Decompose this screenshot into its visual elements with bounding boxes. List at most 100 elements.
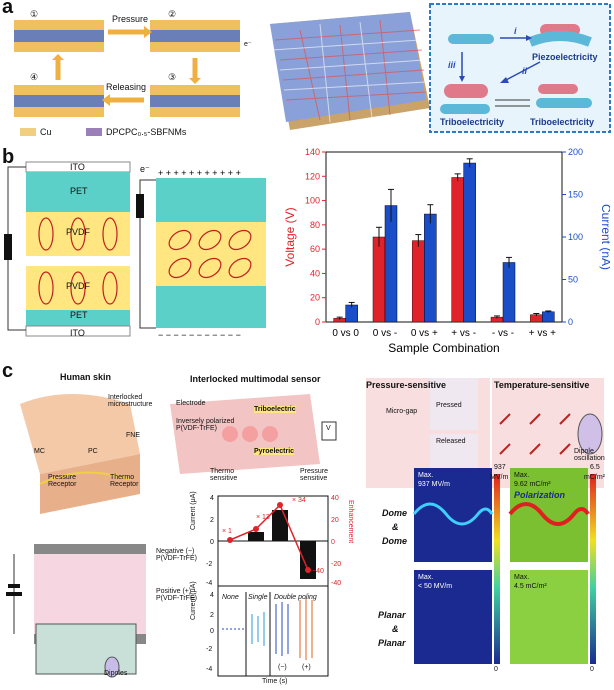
enh-tick-bottom-4: -4 xyxy=(206,666,213,673)
xtick-label: 0 vs - xyxy=(373,328,397,339)
enh-tick-top-0: 4 xyxy=(210,495,214,502)
ytick-label-right: 100 xyxy=(568,232,583,242)
enh-tick-top-2: 0 xyxy=(210,539,214,546)
enh-minus: (−) xyxy=(278,664,287,671)
mc-label: MC xyxy=(34,448,45,455)
step-4: ④ xyxy=(30,72,39,82)
efield-planar-map xyxy=(414,570,492,664)
ytick-label-left: 100 xyxy=(305,196,320,206)
dipoles-label: Dipoles xyxy=(104,670,128,677)
max1-value: 937 MV/m xyxy=(418,481,450,488)
planar-amp: & xyxy=(392,624,399,634)
max3-label: Max. xyxy=(418,574,434,581)
pc-label: PC xyxy=(88,448,98,455)
electrode-top xyxy=(34,544,146,554)
device-stack-4 xyxy=(14,85,104,117)
pressure-receptor-label: Pressure Receptor xyxy=(48,474,77,488)
max2-value: 9.62 mC/m² xyxy=(514,481,551,488)
mech-label-iii: iii xyxy=(448,60,456,70)
enh-annot-1: × 1 xyxy=(222,528,232,535)
step-3: ③ xyxy=(168,72,177,82)
panel-c-figure xyxy=(6,378,604,678)
bar-double-plus xyxy=(300,541,316,579)
enh-tick-top-3: -2 xyxy=(206,561,213,568)
layer-pet-top: PET xyxy=(70,186,88,196)
planar-label-1: Planar xyxy=(378,610,406,620)
legend-mat-label: DPCPC₀.₅-SBFNMs xyxy=(106,127,187,137)
legend-mat-swatch xyxy=(86,128,102,136)
mech-label-ii: ii xyxy=(522,66,528,76)
bar-current xyxy=(502,262,516,323)
step-2: ② xyxy=(168,9,177,19)
enh-double: Double poling xyxy=(274,594,317,601)
max1-label: Max. xyxy=(418,472,434,479)
svg-text:− − − − − − − − − − −: − − − − − − − − − − − xyxy=(158,330,241,340)
svg-text:+ + + + + + + + + + +: + + + + + + + + + + + xyxy=(158,168,241,178)
panel-a-label: a xyxy=(2,0,14,18)
enh-rtick-1: 20 xyxy=(331,517,339,524)
planar-label-2: Planar xyxy=(378,638,406,648)
layer-pvdf-1: PVDF xyxy=(66,227,91,237)
electrode-label: Electrode xyxy=(176,400,206,407)
ytick-label-left: 80 xyxy=(310,220,320,230)
temp-sens-title: Temperature-sensitive xyxy=(494,380,590,390)
enh-ylabel-bottom: Current (μA) xyxy=(190,581,197,620)
xtick-label: - vs - xyxy=(492,328,514,339)
max4-value: 4.5 mC/m² xyxy=(514,583,547,590)
fiber-bent xyxy=(528,31,592,47)
efield-title: Electric-field xyxy=(420,490,475,500)
piezo-label: Piezoelectricity xyxy=(532,52,598,62)
xtick-label: + vs + xyxy=(529,328,556,339)
max3-value: < 50 MV/m xyxy=(418,583,453,590)
polarization-title: Polarization xyxy=(514,490,566,500)
releasing-label: Releasing xyxy=(106,82,147,92)
triboelectric-label: Triboelectric xyxy=(254,406,296,413)
inversely-label: Inversely polarized P(VDF-TrFE) xyxy=(176,418,235,432)
fne-label: FNE xyxy=(126,432,140,439)
bar-double-minus xyxy=(272,510,288,541)
ytick-label-left: 20 xyxy=(310,293,320,303)
enh-ylabel-right: Enhancement xyxy=(347,500,354,544)
legend-cu-swatch xyxy=(20,128,36,136)
thermo-sensitive-label: Thermo sensitive xyxy=(210,468,238,482)
enh-annot-34: × 34 xyxy=(292,497,306,504)
micro-gap-label: Micro-gap xyxy=(386,408,418,415)
electron-label-a: e⁻ xyxy=(244,41,252,48)
enh-rtick-0: 40 xyxy=(331,495,339,502)
xtick-label: 0 vs 0 xyxy=(332,328,359,339)
enh-tick-top-1: 2 xyxy=(210,517,214,524)
panel-b-device-diagram: + + + + + + + + + + + − − − − − − − − − … xyxy=(4,161,266,340)
max4-label: Max. xyxy=(514,574,530,581)
thermo-receptor-label: Thermo Receptor xyxy=(110,474,139,488)
panel-b-label: b xyxy=(2,146,15,168)
fiber-top-left xyxy=(448,34,494,44)
bar-voltage xyxy=(372,236,386,323)
enh-plus: (+) xyxy=(302,664,311,671)
pressure-sensitive-label: Pressure sensitive xyxy=(300,468,329,482)
enh-none: None xyxy=(222,594,239,601)
enh-annot-40: × −40 xyxy=(306,568,324,575)
enhancement-line xyxy=(229,503,309,571)
enh-rtick-2: 0 xyxy=(331,539,335,546)
negative-label: Negative (−) P(VDF-TrFE) xyxy=(156,548,197,562)
interlocked-micro-label: Interlocked microstructure xyxy=(108,394,153,408)
mech-label-i: i xyxy=(514,26,517,36)
ytick-label-left: 120 xyxy=(305,171,320,181)
plot-frame xyxy=(325,151,563,323)
bar-current xyxy=(424,213,437,323)
pressure-label: Pressure xyxy=(112,14,149,24)
positive-label: Positive (+) P(VDF-TrFE) xyxy=(156,588,197,602)
ytick-label-left: 140 xyxy=(305,147,320,157)
enh-annot-13: × 13 xyxy=(256,514,270,521)
layer-ito-top: ITO xyxy=(70,162,85,172)
ytick-label-right: 200 xyxy=(568,147,583,157)
enh-tick-bottom-2: 0 xyxy=(210,628,214,635)
scale-p-max: 6.5 xyxy=(590,464,600,471)
ytick-label-left: 40 xyxy=(310,268,320,278)
max2-label: Max. xyxy=(514,472,530,479)
electron-label-b: e⁻ xyxy=(140,164,150,174)
x-axis-label: Sample Combination xyxy=(388,341,499,355)
ytick-label-right: 0 xyxy=(568,317,573,327)
pressed-label: Pressed xyxy=(436,402,462,409)
enh-tick-bottom-1: 2 xyxy=(210,612,214,619)
